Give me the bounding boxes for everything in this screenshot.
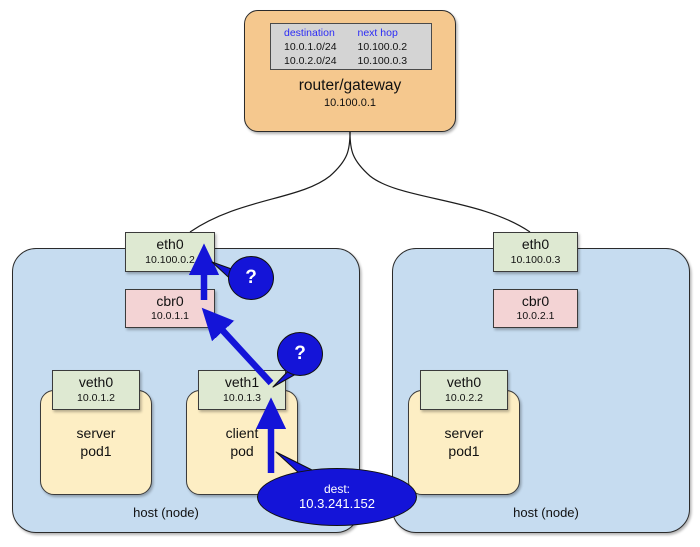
question-mark-icon: ? (245, 267, 257, 288)
pod-line2: pod (230, 442, 254, 459)
iface-veth0-left[interactable]: veth0 10.0.1.2 (52, 370, 140, 410)
question-mark-callout-eth0[interactable]: ? (228, 256, 274, 300)
iface-name: eth0 (521, 236, 550, 253)
route-next-hop: 10.100.0.2 (357, 40, 408, 53)
routing-table-row: 10.0.1.0/24 10.100.0.2 (271, 41, 431, 55)
destination-callout[interactable]: dest: 10.3.241.152 (257, 468, 417, 526)
iface-cbr0-left[interactable]: cbr0 10.0.1.1 (125, 289, 215, 328)
iface-name: cbr0 (156, 292, 184, 309)
iface-ip: 10.0.2.2 (445, 391, 483, 404)
router-gateway-box[interactable]: destination next hop 10.0.1.0/24 10.100.… (244, 10, 456, 132)
pod-line1: server (444, 425, 484, 441)
iface-veth1-left[interactable]: veth1 10.0.1.3 (198, 370, 286, 410)
routing-table: destination next hop 10.0.1.0/24 10.100.… (270, 23, 432, 70)
question-mark-icon: ? (294, 343, 306, 364)
host-left-label: host (node) (133, 505, 199, 520)
dest-label: dest: (323, 482, 350, 496)
iface-name: veth0 (78, 374, 114, 391)
iface-name: cbr0 (521, 292, 550, 309)
pod-line1: server (76, 425, 116, 441)
iface-ip: 10.0.1.2 (77, 391, 115, 404)
iface-name: eth0 (156, 236, 184, 253)
iface-name: veth0 (446, 374, 482, 391)
iface-eth0-left[interactable]: eth0 10.100.0.2 (125, 232, 215, 272)
routing-table-header-destination: destination (284, 27, 335, 39)
router-ip-label: 10.100.0.1 (324, 97, 376, 109)
iface-ip: 10.0.1.3 (223, 391, 261, 404)
iface-ip: 10.0.2.1 (516, 310, 555, 323)
router-name-label: router/gateway (298, 77, 402, 94)
iface-ip: 10.100.0.3 (510, 253, 561, 266)
iface-ip: 10.0.1.1 (151, 310, 189, 323)
route-destination: 10.0.2.0/24 (284, 54, 337, 67)
routing-table-header-row: destination next hop (271, 27, 431, 41)
route-next-hop: 10.100.0.3 (357, 54, 408, 67)
iface-cbr0-right[interactable]: cbr0 10.0.2.1 (493, 289, 578, 328)
iface-name: veth1 (224, 374, 260, 391)
pod-line1: client (225, 425, 259, 441)
route-destination: 10.0.1.0/24 (284, 40, 337, 53)
iface-eth0-right[interactable]: eth0 10.100.0.3 (493, 232, 578, 272)
pod-line2: pod1 (448, 442, 480, 459)
link-router-to-right-eth0 (349, 131, 531, 233)
routing-table-row: 10.0.2.0/24 10.100.0.3 (271, 55, 431, 69)
link-router-to-left-eth0 (189, 131, 351, 233)
iface-ip: 10.100.0.2 (145, 253, 195, 266)
dest-ip: 10.3.241.152 (299, 496, 375, 512)
iface-veth0-right[interactable]: veth0 10.0.2.2 (420, 370, 508, 410)
question-mark-callout-veth1[interactable]: ? (277, 332, 323, 376)
pod-line2: pod1 (80, 442, 112, 459)
host-right-label: host (node) (513, 505, 579, 520)
routing-table-header-next-hop: next hop (357, 27, 398, 39)
